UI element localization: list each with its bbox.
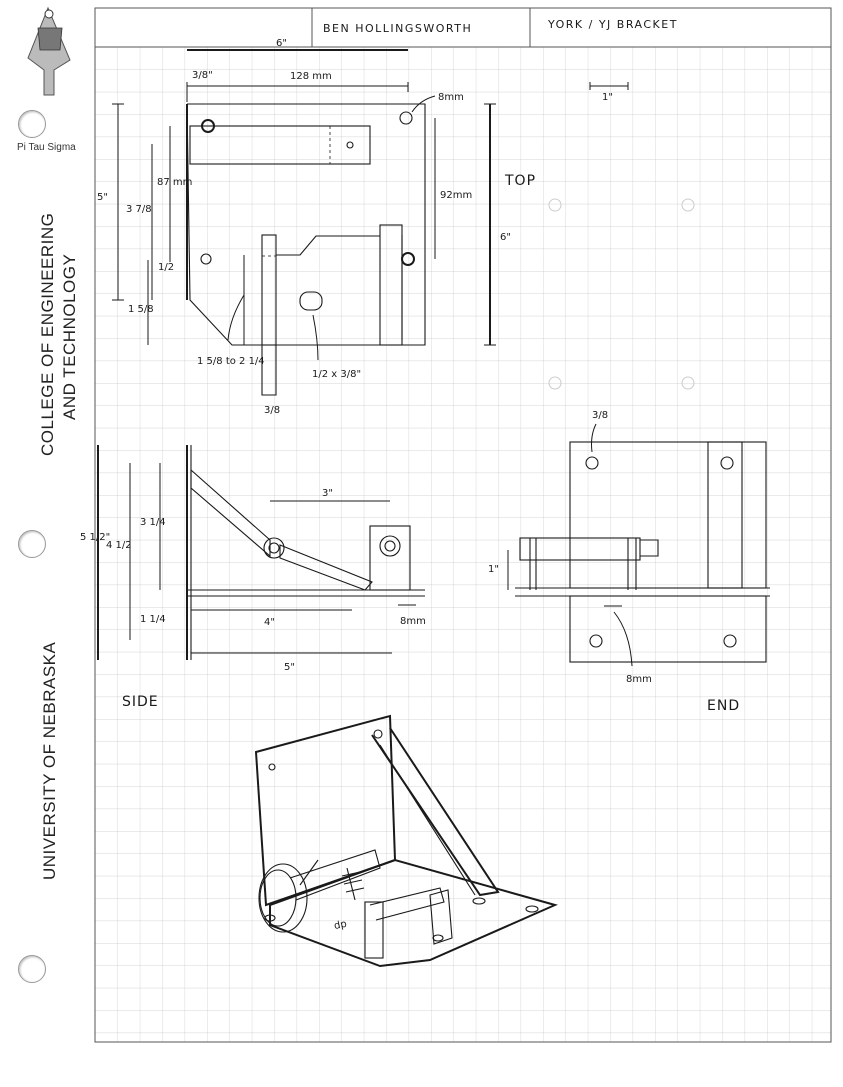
dim-hole-spacing-v: 87 mm <box>157 177 192 188</box>
dim-bolt-range: 1 5/8 to 2 1/4 <box>197 356 265 367</box>
isometric-sketch: dp <box>254 714 558 968</box>
iso-stamp-text: dp <box>333 919 348 932</box>
dim-top-lower: 1 5/8 <box>128 304 154 315</box>
dim-side-base-4: 4" <box>264 617 275 628</box>
dim-side-height-3: 3 1/4 <box>140 517 166 528</box>
dim-end-bottom-hole: 8mm <box>626 674 652 685</box>
dim-left-offset: 3/8" <box>192 70 213 81</box>
dim-side-base-5: 5" <box>284 662 295 673</box>
dim-side-top-span: 3" <box>322 488 333 499</box>
dim-hole-size: 8mm <box>438 92 464 103</box>
end-view: 3/8 1" 8mm END <box>488 410 770 714</box>
binder-hole-middle <box>18 530 46 558</box>
dim-right-height: 6" <box>500 232 511 243</box>
binder-hole-top <box>18 110 46 138</box>
dim-half: 1/2 <box>158 262 174 273</box>
dim-end-hole: 3/8 <box>592 410 608 421</box>
dim-right-spacing: 92mm <box>440 190 472 201</box>
dim-hole-spacing-h: 128 mm <box>290 71 332 82</box>
pi-tau-sigma-emblem-icon <box>27 6 71 96</box>
dim-side-lower: 1 1/4 <box>140 614 166 625</box>
dim-top-height-overall: 5" <box>97 192 108 203</box>
top-view-label: TOP <box>504 173 536 189</box>
dim-top-height-inner: 3 7/8 <box>126 204 152 215</box>
side-view: 3" 4" 5" 8mm 5 1/2" 4 1/2 3 1/4 1 1/4 SI… <box>80 445 426 710</box>
dim-side-overall-height: 5 1/2" <box>80 532 110 543</box>
dim-bolt-dia: 3/8 <box>264 405 280 416</box>
drawing-title: YORK / YJ BRACKET <box>547 18 678 31</box>
dim-end-height: 1" <box>488 564 499 575</box>
end-view-label: END <box>707 698 740 714</box>
dim-top-overall-width: 6" <box>276 38 287 49</box>
binder-hole-bottom <box>18 955 46 983</box>
dim-slot: 1/2 x 3/8" <box>312 369 361 380</box>
dim-side-hole: 8mm <box>400 616 426 627</box>
side-view-label: SIDE <box>122 694 159 710</box>
scale-bar-label: 1" <box>602 92 613 103</box>
author-name: BEN HOLLINGSWORTH <box>323 22 472 35</box>
society-label: Pi Tau Sigma <box>17 142 76 153</box>
dim-side-height-2: 4 1/2 <box>106 540 132 551</box>
top-view: 3/8" 128 mm 8mm 5" 3 7/8 87 mm 1/2 <box>97 70 536 416</box>
